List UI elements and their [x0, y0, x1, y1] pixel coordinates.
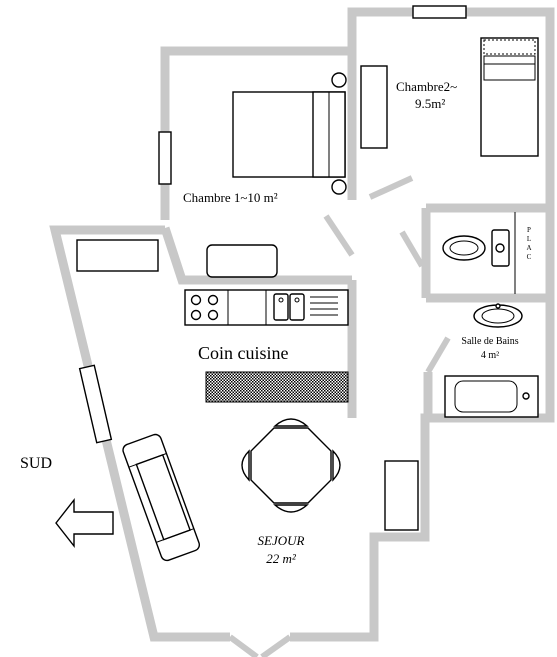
- door-entrance-right: [260, 634, 292, 657]
- dining-chair-left: [241, 449, 250, 482]
- entry-shelf: [76, 239, 159, 272]
- dining-chair-top: [273, 418, 309, 427]
- wc-furniture: [442, 212, 516, 294]
- sink-drain: [278, 297, 284, 303]
- door-bedroom2: [368, 175, 414, 200]
- wardrobe: [360, 65, 388, 149]
- living-furniture: [76, 239, 419, 562]
- doors: [228, 175, 451, 657]
- door-wc: [399, 230, 425, 268]
- living-label-line2: 22 m²: [266, 551, 297, 566]
- dining-chair-bottom: [273, 504, 309, 513]
- wc-closet-label: P L A C: [526, 226, 531, 261]
- nightstand-lamp-bottom: [331, 179, 347, 195]
- bedroom2-label-line1: Chambre2~: [396, 79, 457, 94]
- washbasin-tap: [495, 303, 501, 309]
- bathroom-furniture: [444, 303, 539, 418]
- wc-letter: A: [526, 244, 531, 252]
- windows: [78, 5, 467, 444]
- dining-chair-right: [332, 449, 341, 482]
- sink-basin-right: [289, 293, 305, 321]
- stove-burner: [207, 294, 219, 306]
- washbasin-inner: [481, 308, 515, 324]
- dining-table: [250, 427, 332, 504]
- kitchen-furniture: [184, 244, 349, 403]
- door-bathroom: [425, 336, 451, 374]
- kitchen-table: [206, 244, 278, 278]
- arrow-left-outline-icon: [55, 497, 114, 549]
- bedroom2-label-line2: 9.5m²: [415, 96, 445, 111]
- sofa: [122, 433, 201, 562]
- bedroom1-label: Chambre 1~10 m²: [183, 190, 278, 205]
- window-bedroom1: [158, 131, 172, 185]
- stove-burner: [190, 309, 202, 321]
- sofa-arm-line: [156, 528, 194, 543]
- toilet-seat: [449, 240, 479, 256]
- single-bed-pillow: [483, 55, 536, 81]
- stove-burner: [207, 309, 219, 321]
- door-bedroom1: [323, 214, 355, 257]
- stove-burner: [190, 294, 202, 306]
- bathtub-drain: [522, 392, 530, 400]
- window-bedroom2: [412, 5, 467, 19]
- single-bed-headboard: [483, 39, 536, 55]
- nightstand-lamp-top: [331, 72, 347, 88]
- toilet-bowl: [442, 235, 486, 261]
- kitchen-bar-counter: [205, 371, 349, 403]
- bathroom-label-line2: 4 m²: [481, 350, 499, 361]
- wall-bedroom1-kitchen: [160, 226, 352, 285]
- bathroom-label-line1: Salle de Bains: [461, 336, 518, 347]
- bedroom2-furniture: [360, 37, 539, 157]
- kitchen-label: Coin cuisine: [198, 343, 289, 363]
- wc-letter: C: [527, 253, 532, 261]
- bathtub-inner: [454, 380, 518, 413]
- orientation-label: SUD: [20, 455, 52, 472]
- living-label-line1: SEJOUR: [258, 533, 305, 548]
- sink-drain: [294, 297, 300, 303]
- toilet-flush: [495, 243, 505, 253]
- window-living: [78, 364, 113, 444]
- wc-letter: P: [527, 226, 531, 234]
- bedroom1-furniture: [232, 72, 347, 195]
- outer-wall-top-bedroom1: [160, 7, 555, 642]
- sofa-arm-line: [128, 453, 167, 468]
- walls: [49, 7, 555, 642]
- wc-letter: L: [527, 235, 531, 243]
- single-bed: [480, 37, 539, 157]
- tv-cabinet: [384, 460, 419, 531]
- sink-basin-left: [273, 293, 289, 321]
- door-entrance-left: [228, 634, 259, 657]
